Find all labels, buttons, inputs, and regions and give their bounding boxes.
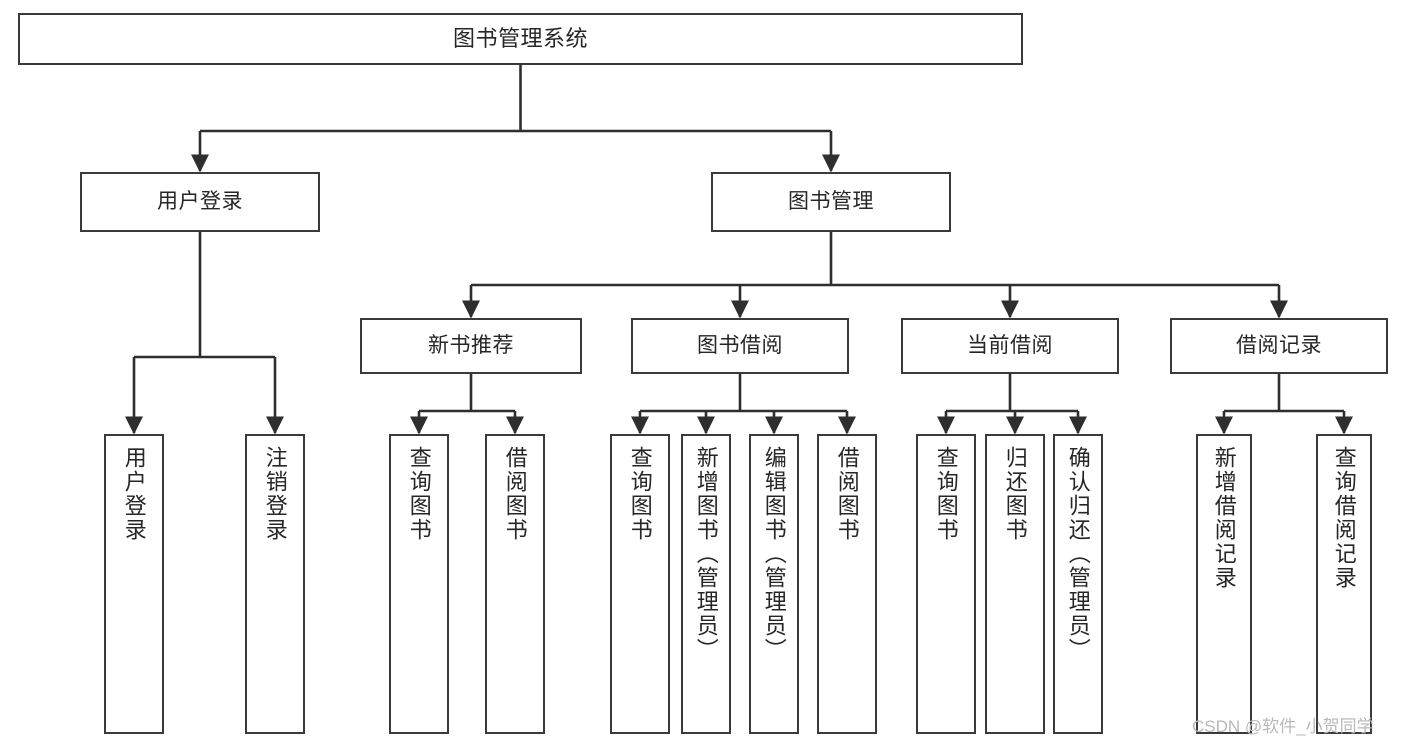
node-l2-current[interactable]: 当前借阅: [901, 318, 1119, 374]
node-l2-newbook[interactable]: 新书推荐: [360, 318, 582, 374]
node-label: 新增图书（管理员）: [693, 446, 719, 662]
node-lf-borrow2[interactable]: 借阅图书: [817, 434, 877, 734]
node-label: 新书推荐: [428, 333, 514, 357]
node-label: 图书管理系统: [452, 26, 588, 52]
watermark-label: CSDN @软件_小贺同学: [1192, 717, 1374, 736]
node-label: 图书借阅: [697, 333, 783, 357]
node-label: 用户登录: [121, 446, 147, 542]
node-label: 查询图书: [627, 446, 653, 542]
node-l1-bookmgr[interactable]: 图书管理: [711, 172, 951, 232]
node-lf-query3[interactable]: 查询图书: [916, 434, 976, 734]
node-lf-query2[interactable]: 查询图书: [610, 434, 670, 734]
node-label: 归还图书: [1002, 446, 1028, 542]
node-root[interactable]: 图书管理系统: [18, 13, 1023, 65]
node-label: 借阅图书: [834, 446, 860, 542]
node-label: 当前借阅: [967, 333, 1053, 357]
node-lf-confirm[interactable]: 确认归还（管理员）: [1053, 434, 1103, 734]
node-lf-queryrec[interactable]: 查询借阅记录: [1316, 434, 1372, 734]
node-label: 借阅图书: [502, 446, 528, 542]
node-lf-query1[interactable]: 查询图书: [389, 434, 449, 734]
node-l2-borrow[interactable]: 图书借阅: [631, 318, 849, 374]
node-label: 新增借阅记录: [1211, 446, 1237, 590]
node-l2-record[interactable]: 借阅记录: [1170, 318, 1388, 374]
node-lf-addrec[interactable]: 新增借阅记录: [1196, 434, 1252, 734]
node-label: 用户登录: [157, 189, 243, 213]
node-lf-login[interactable]: 用户登录: [104, 434, 164, 734]
node-lf-borrow1[interactable]: 借阅图书: [485, 434, 545, 734]
node-label: 确认归还（管理员）: [1065, 446, 1091, 662]
node-label: 查询借阅记录: [1331, 446, 1357, 590]
node-label: 图书管理: [788, 189, 874, 213]
node-label: 借阅记录: [1236, 333, 1322, 357]
node-label: 注销登录: [262, 446, 288, 542]
node-label: 编辑图书（管理员）: [761, 446, 787, 662]
node-l1-login[interactable]: 用户登录: [80, 172, 320, 232]
node-label: 查询图书: [933, 446, 959, 542]
node-lf-return[interactable]: 归还图书: [985, 434, 1045, 734]
node-lf-add[interactable]: 新增图书（管理员）: [681, 434, 731, 734]
node-label: 查询图书: [406, 446, 432, 542]
node-lf-edit[interactable]: 编辑图书（管理员）: [749, 434, 799, 734]
node-lf-logout[interactable]: 注销登录: [245, 434, 305, 734]
